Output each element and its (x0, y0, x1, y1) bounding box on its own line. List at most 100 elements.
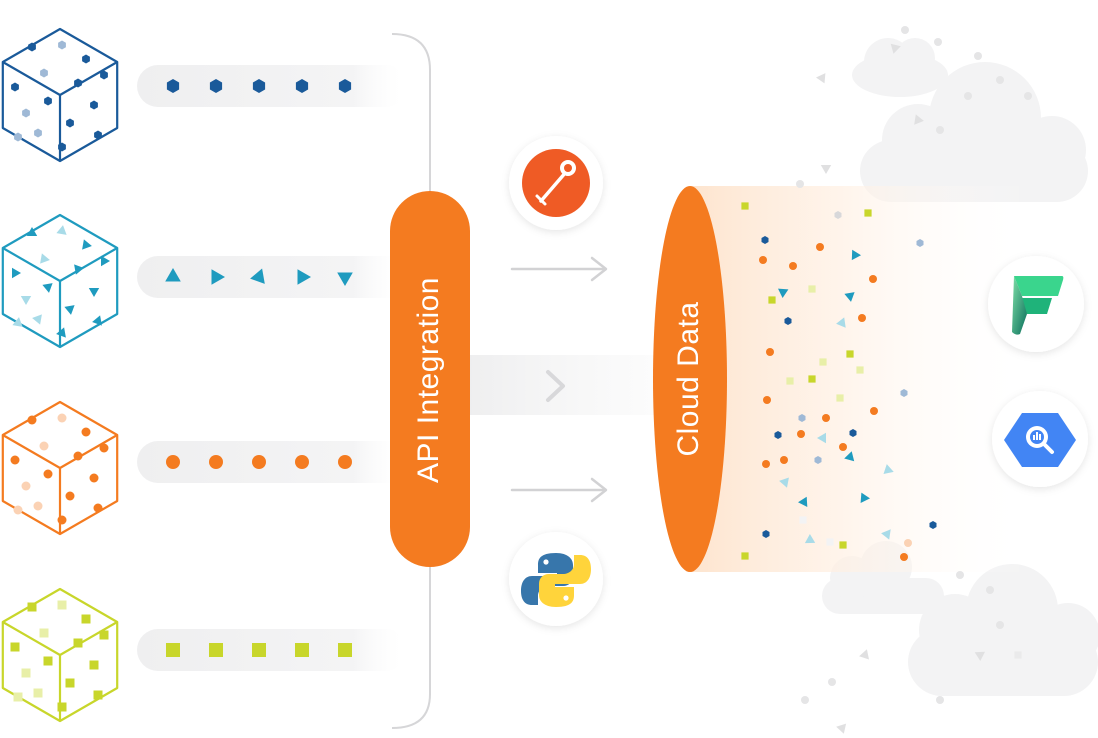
cloud-data-label: Cloud Data (672, 301, 705, 456)
lime-square-flow-mark (166, 643, 180, 657)
data-particle (996, 621, 1004, 629)
cloud-data-cylinder-body (690, 186, 1030, 572)
data-particle (929, 521, 937, 529)
orange-circle-source (1, 400, 119, 536)
data-particle (762, 530, 770, 538)
data-particles (741, 26, 1032, 734)
data-tracks (137, 65, 407, 671)
data-particle (766, 348, 774, 356)
data-particle (839, 541, 847, 549)
data-particle (860, 492, 870, 503)
data-particle (798, 496, 808, 507)
data-particle (964, 92, 972, 100)
orange-circle-flow-mark (252, 455, 266, 469)
blue-hexagon-flow-mark (166, 79, 180, 93)
data-particle (828, 678, 836, 686)
teal-triangle-source (1, 213, 119, 349)
data-particle (762, 460, 770, 468)
center-chevron-icon (546, 370, 565, 402)
data-particle (859, 649, 869, 660)
data-particle (778, 288, 789, 298)
google-bigquery-icon (992, 391, 1088, 487)
data-particle (870, 407, 878, 415)
cloud-data-cylinder-cap (653, 186, 727, 572)
track-circles (137, 441, 407, 483)
data-particle (761, 236, 769, 244)
blue-hexagon-source (1, 27, 119, 163)
data-particle (858, 314, 866, 322)
data-particle (822, 414, 830, 422)
data-particle (986, 586, 994, 594)
teal-triangle-flow-mark (165, 268, 181, 282)
data-particle (834, 211, 842, 219)
api-integration-label: API Integration (412, 277, 445, 483)
api-integration-block: API Integration (390, 191, 470, 567)
center-flow-band (466, 355, 666, 415)
data-particle (797, 430, 805, 438)
data-particle (796, 180, 804, 188)
flow-arrow-bottom (510, 477, 608, 503)
data-particle (816, 73, 826, 84)
lime-square-flow-mark (209, 643, 223, 657)
data-particle (856, 366, 864, 374)
data-particle (816, 243, 824, 251)
data-particle (759, 256, 767, 264)
blue-hexagon-flow-mark (295, 79, 309, 93)
lime-square-source (1, 587, 119, 723)
python-icon (509, 532, 603, 626)
data-particle (836, 394, 844, 402)
data-particle (864, 209, 872, 217)
data-particle (741, 552, 749, 560)
cloud-top-small (852, 38, 948, 97)
data-particle (851, 249, 861, 261)
data-particle (869, 275, 877, 283)
lime-square-flow-mark (338, 643, 352, 657)
data-particle (826, 538, 834, 546)
lime-square-flow-mark (295, 643, 309, 657)
cloud-bottom-large (908, 564, 1098, 696)
teal-triangle-flow-mark (297, 269, 311, 285)
data-particle (934, 38, 942, 46)
data-particle (819, 358, 827, 366)
data-particle (1024, 92, 1032, 100)
data-particle (784, 317, 792, 325)
data-particle (900, 389, 908, 397)
data-particle (741, 202, 749, 210)
orange-circle-flow-mark (166, 455, 180, 469)
data-particle (768, 296, 776, 304)
data-particle (763, 396, 771, 404)
data-particle (883, 464, 894, 474)
teal-triangle-flow-mark (250, 268, 265, 284)
orange-circle-flow-mark (209, 455, 223, 469)
data-particle (900, 553, 908, 561)
data-particle (844, 451, 855, 462)
blue-hexagon-flow-mark (209, 79, 223, 93)
data-particle (1014, 651, 1022, 659)
data-particle (780, 456, 788, 464)
data-particle (789, 262, 797, 270)
data-particle (804, 534, 816, 544)
data-particle (786, 377, 794, 385)
postman-icon (509, 136, 603, 230)
data-particle (846, 350, 854, 358)
data-particle (890, 43, 901, 54)
data-particle (801, 696, 809, 704)
data-particle (844, 292, 855, 302)
blue-hexagon-flow-mark (338, 79, 352, 93)
data-particle (839, 443, 847, 451)
blue-hexagon-flow-mark (252, 79, 266, 93)
data-particle (820, 165, 832, 174)
data-particle (836, 723, 847, 734)
data-particle (974, 651, 985, 661)
data-particle (779, 477, 789, 488)
data-particle (996, 76, 1004, 84)
data-particle (808, 375, 816, 383)
microsoft-fabric-icon (988, 256, 1084, 352)
data-particle (849, 429, 857, 437)
track-hexagons (137, 65, 407, 107)
track-squares (137, 629, 407, 671)
data-particle (916, 239, 924, 247)
data-particle (974, 52, 982, 60)
data-particle (774, 431, 782, 439)
data-particle (956, 571, 964, 579)
